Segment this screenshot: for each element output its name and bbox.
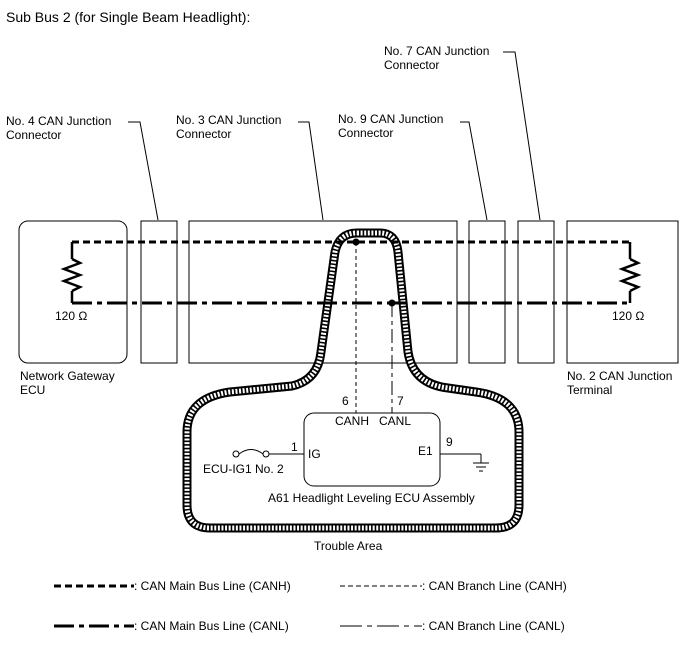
legend: : CAN Main Bus Line (CANH) : CAN Branch … xyxy=(54,579,567,633)
resistor-left-value: 120 Ω xyxy=(55,309,87,323)
ecu-assembly-name: A61 Headlight Leveling ECU Assembly xyxy=(268,491,475,505)
canh-pin-label: CANH xyxy=(335,414,369,428)
no7-connector-label-line2: Connector xyxy=(384,58,439,72)
no3-connector-label-line1: No. 3 CAN Junction xyxy=(176,113,281,127)
leader-lines xyxy=(128,51,541,221)
diagram-title: Sub Bus 2 (for Single Beam Headlight): xyxy=(6,9,250,25)
no9-connector-label-line1: No. 9 CAN Junction xyxy=(338,112,443,126)
legend-branch-canl-label: : CAN Branch Line (CANL) xyxy=(422,619,565,633)
pin-ig-number: 1 xyxy=(291,440,298,454)
canl-pin-label: CANL xyxy=(379,414,411,428)
terminal-label-line1: No. 2 CAN Junction xyxy=(567,369,672,383)
no2-terminal-box xyxy=(566,220,679,364)
terminal-label-line2: Terminal xyxy=(567,383,612,397)
gateway-label-line2: ECU xyxy=(20,383,45,397)
trouble-area-outline xyxy=(182,228,524,533)
pin-e1-number: 9 xyxy=(446,435,453,449)
fuse-label: ECU-IG1 No. 2 xyxy=(203,462,284,476)
no7-connector-box xyxy=(517,220,555,364)
headlight-leveling-ecu-box xyxy=(303,412,441,487)
ig-pin-label: IG xyxy=(308,447,321,461)
no4-connector-label-line1: No. 4 CAN Junction xyxy=(6,114,111,128)
legend-branch-canh-label: : CAN Branch Line (CANH) xyxy=(422,579,567,593)
no3-connector-label-line2: Connector xyxy=(176,127,231,141)
pin-canh-number: 6 xyxy=(342,394,349,408)
no4-connector-label-line2: Connector xyxy=(6,128,61,142)
termination-resistor-right xyxy=(618,242,642,303)
ground-icon xyxy=(440,453,489,472)
no9-connector-label-line2: Connector xyxy=(338,126,393,140)
termination-resistor-left xyxy=(60,242,84,303)
no4-connector-box xyxy=(140,220,178,364)
gateway-label-line1: Network Gateway xyxy=(20,369,115,383)
network-gateway-ecu-box xyxy=(18,220,128,364)
resistor-right-value: 120 Ω xyxy=(612,309,644,323)
pin-canl-number: 7 xyxy=(397,394,404,408)
no7-connector-label-line1: No. 7 CAN Junction xyxy=(384,44,489,58)
trouble-area-label: Trouble Area xyxy=(314,539,383,553)
e1-pin-label: E1 xyxy=(418,444,433,458)
fuse-icon xyxy=(232,449,304,458)
legend-main-canl-label: : CAN Main Bus Line (CANL) xyxy=(134,619,289,633)
legend-main-canh-label: : CAN Main Bus Line (CANH) xyxy=(134,579,291,593)
no9-connector-box xyxy=(468,220,506,364)
